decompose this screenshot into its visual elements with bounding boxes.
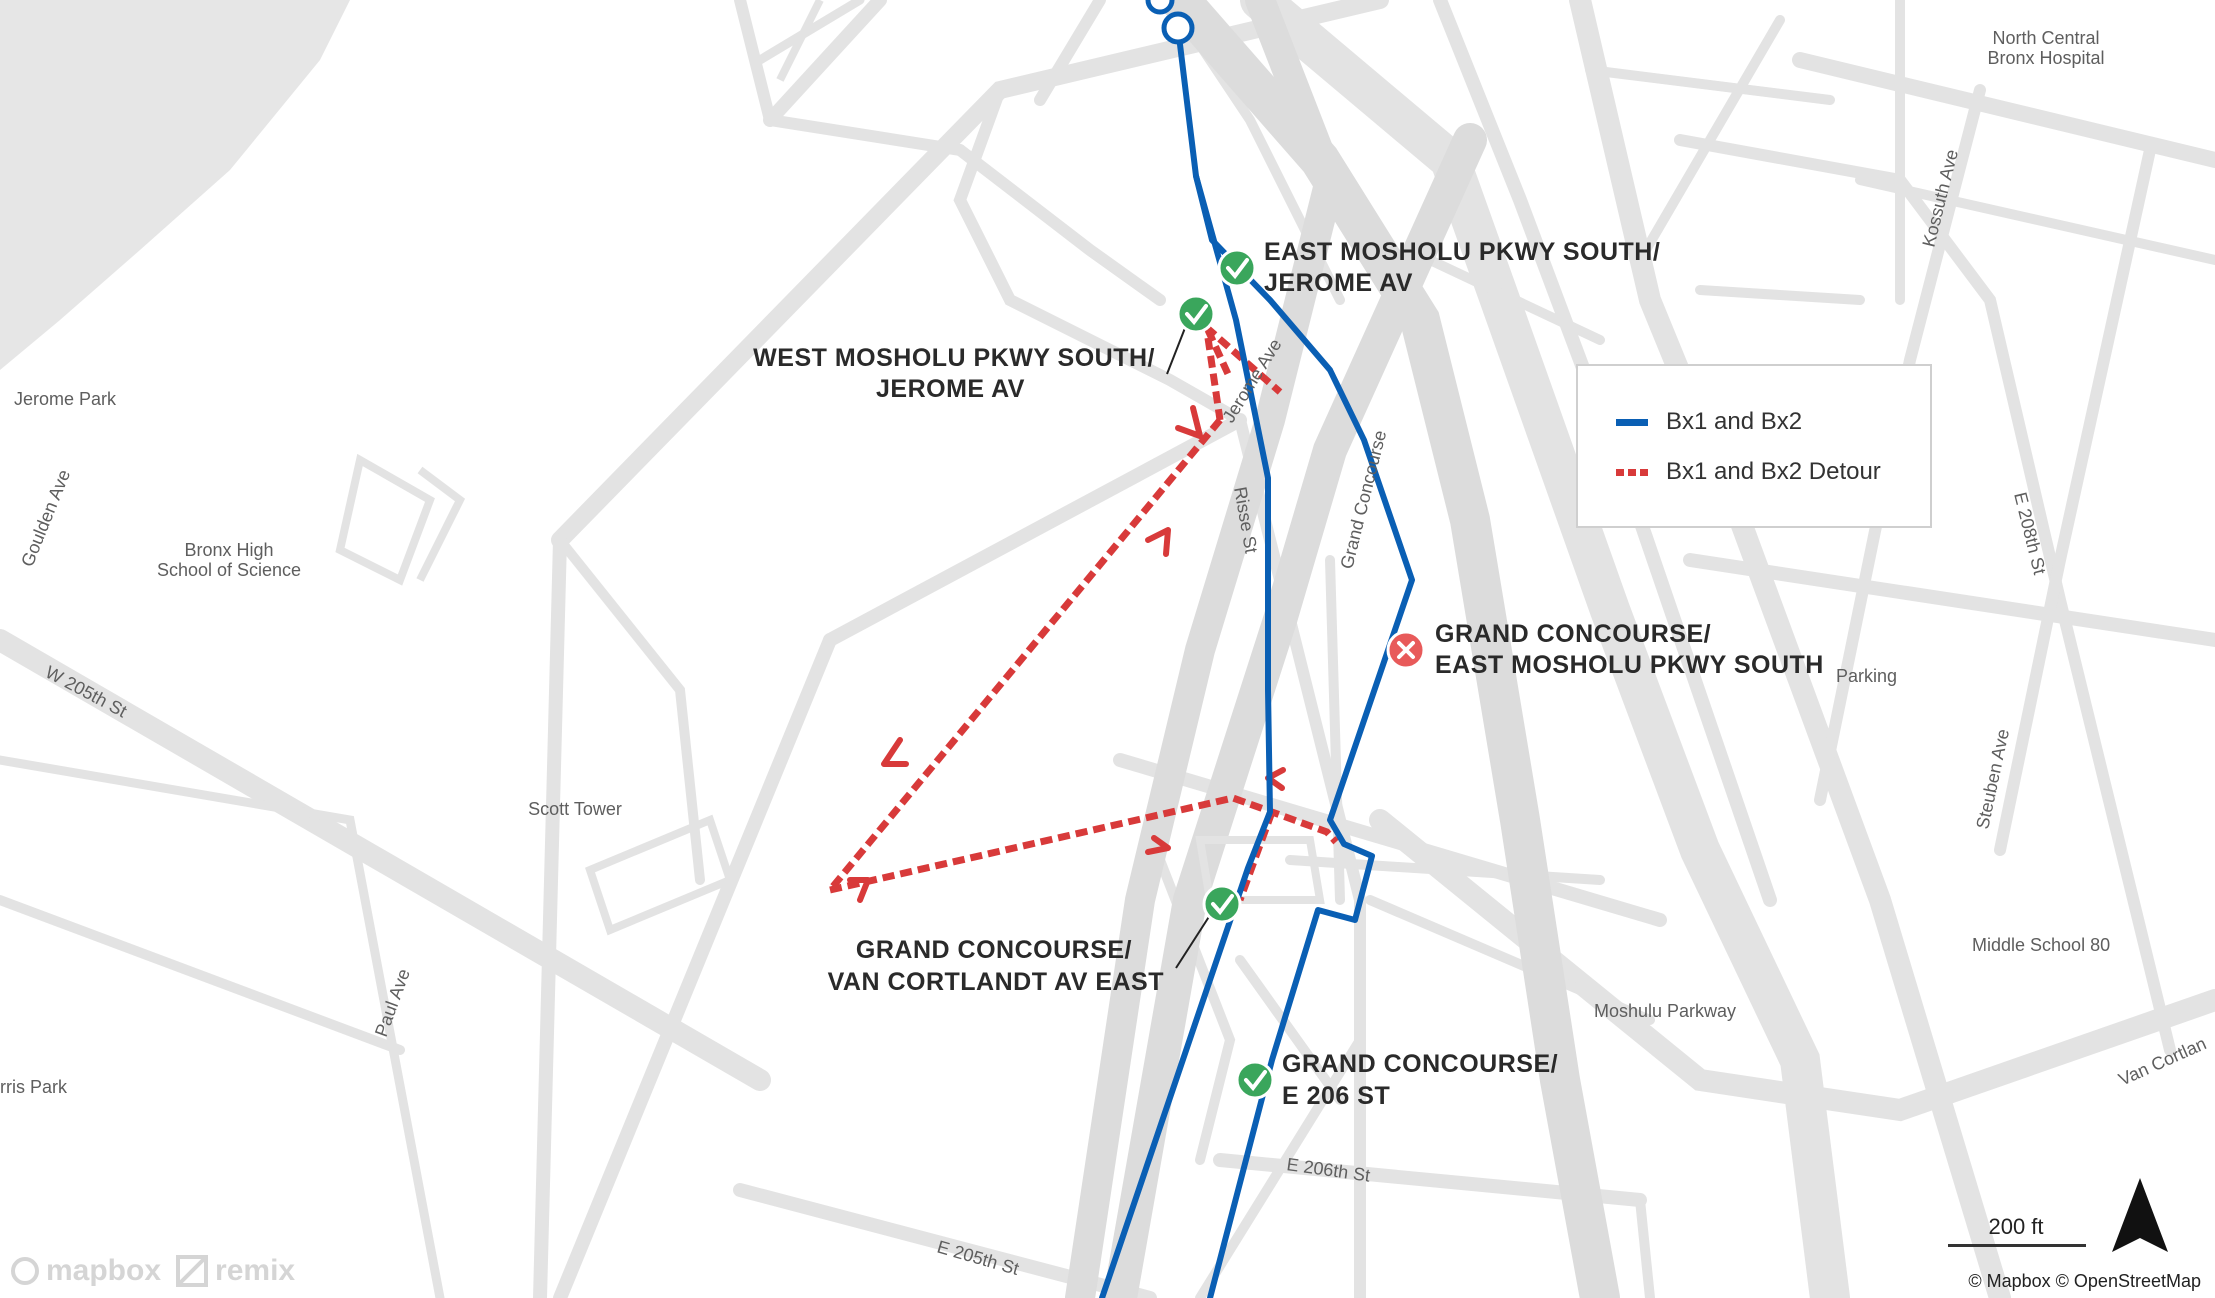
stop-label-west-mosholu-2: JEROME AV xyxy=(876,375,1025,403)
scale-label: 200 ft xyxy=(1988,1214,2044,1239)
stop-label-gc-e206-1: GRAND CONCOURSE/ xyxy=(1282,1050,1558,1078)
check-icon xyxy=(1211,894,1234,916)
bus-route xyxy=(1099,25,1415,1298)
place-label-mosholu-parkway: Moshulu Parkway xyxy=(1594,1001,1736,1021)
street-label-e205: E 205th St xyxy=(935,1237,1021,1279)
legend-swatch-detour xyxy=(1616,468,1648,476)
river-water xyxy=(0,0,350,370)
remix-logo-icon xyxy=(176,1255,209,1287)
stop-label-east-mosholu-1: EAST MOSHOLU PKWY SOUTH/ xyxy=(1264,238,1660,266)
place-label-middle-school: Middle School 80 xyxy=(1972,935,2110,955)
street-label-goulden: Goulden Ave xyxy=(17,467,74,570)
stop-label-gc-e206-2: E 206 ST xyxy=(1282,1082,1390,1110)
mapbox-logo-text[interactable]: mapbox xyxy=(46,1254,162,1287)
map-attribution[interactable]: © Mapbox © OpenStreetMap xyxy=(1968,1271,2201,1291)
stop-label-east-mosholu-2: JEROME AV xyxy=(1264,269,1413,297)
place-label-jerome-park: Jerome Park xyxy=(14,389,117,409)
place-label-bronx-high-1: Bronx High xyxy=(184,540,273,560)
stop-marker-gc-east-mosholu-closed[interactable] xyxy=(1386,630,1426,670)
stop-label-gc-east-mosholu-2: EAST MOSHOLU PKWY SOUTH xyxy=(1435,651,1824,679)
north-arrow-icon xyxy=(2112,1178,2168,1252)
legend-label-detour: Bx1 and Bx2 Detour xyxy=(1666,458,1881,485)
map-logos: mapbox remix xyxy=(10,1254,309,1288)
building-outlines xyxy=(335,0,1325,936)
stop-marker-east-mosholu[interactable] xyxy=(1217,248,1257,288)
detour-arrows xyxy=(847,405,1286,903)
place-label-parking: Parking xyxy=(1836,666,1897,686)
check-icon xyxy=(1226,258,1249,280)
legend-item-detour: Bx1 and Bx2 Detour xyxy=(1616,458,1881,486)
close-icon xyxy=(1397,641,1415,659)
legend-item-route: Bx1 and Bx2 xyxy=(1616,408,1802,436)
place-label-north-central-1: North Central xyxy=(1992,28,2099,48)
place-label-scott-tower: Scott Tower xyxy=(528,799,622,819)
scale-bar xyxy=(1948,1244,2086,1247)
place-label-harris-park: rris Park xyxy=(0,1077,68,1097)
stop-label-west-mosholu-1: WEST MOSHOLU PKWY SOUTH/ xyxy=(753,344,1155,372)
remix-logo-text[interactable]: remix xyxy=(215,1254,296,1287)
stop-marker-west-mosholu[interactable] xyxy=(1176,294,1216,334)
place-label-north-central-2: Bronx Hospital xyxy=(1987,48,2104,68)
check-icon xyxy=(1244,1070,1267,1092)
legend-label-route: Bx1 and Bx2 xyxy=(1666,408,1803,435)
mapbox-logo-icon xyxy=(11,1257,39,1285)
expressway xyxy=(1065,0,1620,1298)
stop-label-gc-van-cortlandt-2: VAN CORTLANDT AV EAST xyxy=(828,968,1164,996)
stop-marker-gc-e206[interactable] xyxy=(1235,1060,1275,1100)
stop-marker-gc-van-cortlandt[interactable] xyxy=(1202,884,1242,924)
place-label-bronx-high-2: School of Science xyxy=(157,560,301,580)
stop-label-gc-east-mosholu-1: GRAND CONCOURSE/ xyxy=(1435,620,1711,648)
legend-swatch-route xyxy=(1616,418,1648,426)
map-legend: Bx1 and Bx2 Bx1 and Bx2 Detour xyxy=(1576,364,1932,528)
route-terminal-icon[interactable] xyxy=(1161,11,1195,45)
stop-label-gc-van-cortlandt-1: GRAND CONCOURSE/ xyxy=(856,936,1132,964)
street-label-w205: W 205th St xyxy=(42,662,130,721)
callout-lines xyxy=(1166,327,1213,969)
check-icon xyxy=(1185,304,1208,326)
route-terminal-icon[interactable] xyxy=(1145,0,1175,15)
